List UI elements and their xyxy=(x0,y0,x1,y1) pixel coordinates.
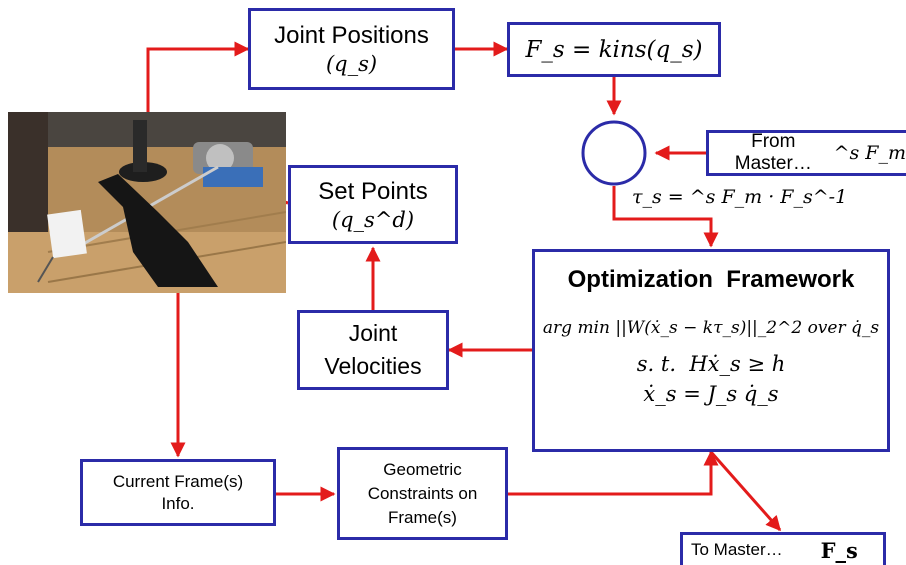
to-master-label: To Master… xyxy=(691,540,783,559)
joint-positions-box: Joint Positions (q_s) xyxy=(248,8,455,90)
joint-positions-label: Joint Positions xyxy=(274,22,429,49)
joint-velocities-box: Joint Velocities xyxy=(297,310,449,390)
optimization-title: Optimization Framework xyxy=(567,266,855,293)
set-points-math: (q_s^d) xyxy=(331,207,415,232)
from-master-box: From Master… ^s F_m xyxy=(706,130,906,176)
joint-positions-math: (q_s) xyxy=(325,52,378,76)
geometric-label-1: Geometric xyxy=(383,459,462,479)
tau-equation: τ_s = ^s F_m · F_s^-1 xyxy=(632,186,848,208)
optimization-constraint: s. t. Hẋ_s ≥ h xyxy=(636,352,786,376)
geometric-label-2: Constraints on xyxy=(367,483,478,503)
from-master-label: From Master… xyxy=(734,131,812,174)
geometric-constraints-box: Geometric Constraints on Frame(s) xyxy=(337,447,508,540)
summing-junction xyxy=(581,120,647,186)
edge-optimization-to-to-master xyxy=(709,451,782,532)
current-frame-label-2: Info. xyxy=(161,493,195,513)
to-master-box: To Master… F_s xyxy=(680,532,886,565)
optimization-equality: ẋ_s = J_s q̇_s xyxy=(643,382,779,406)
geometric-label-3: Frame(s) xyxy=(388,507,457,527)
edge-photo-to-joint-positions xyxy=(146,41,250,112)
optimization-framework-box: Optimization Framework arg min ||W(ẋ_s −… xyxy=(532,249,890,452)
forward-kinematics-math: F_s = kins(q_s) xyxy=(525,36,703,63)
current-frame-label-1: Current Frame(s) xyxy=(112,471,244,491)
from-master-math: ^s F_m xyxy=(833,142,906,164)
set-points-label: Set Points xyxy=(318,177,428,205)
joint-velocities-label-2: Velocities xyxy=(324,353,422,379)
set-points-box: Set Points (q_s^d) xyxy=(288,165,458,244)
robot-setup-photo xyxy=(8,112,286,293)
joint-velocities-label-1: Joint xyxy=(348,320,398,346)
edge-geometric-to-optimization xyxy=(508,450,719,496)
optimization-objective: arg min ||W(ẋ_s − kτ_s)||_2^2 over q̇_s xyxy=(542,318,880,338)
edge-sum-to-optimization xyxy=(612,186,719,248)
forward-kinematics-box: F_s = kins(q_s) xyxy=(507,22,721,77)
current-frame-box: Current Frame(s) Info. xyxy=(80,459,276,526)
to-master-math: F_s xyxy=(820,537,858,563)
